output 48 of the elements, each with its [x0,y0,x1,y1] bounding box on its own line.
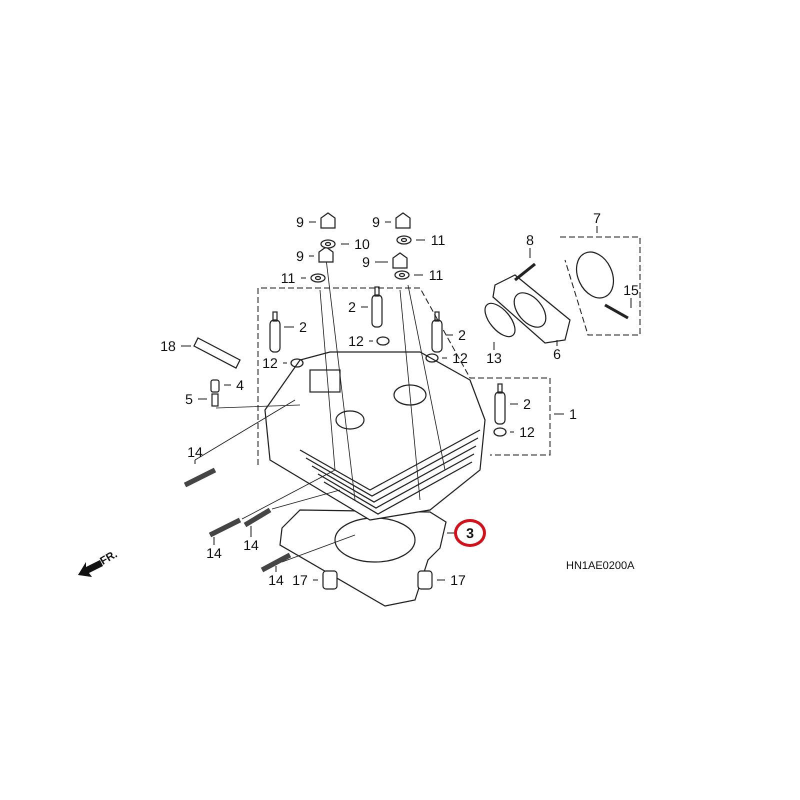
leader-line [284,326,294,328]
callout-number: 14 [238,537,264,553]
leader-line [596,226,598,234]
callout-number: 12 [447,350,473,366]
callout-number: 17 [445,572,471,588]
direction-label: FR. [98,548,120,568]
callout-number: 18 [155,338,181,354]
callout-number: 12 [343,333,369,349]
leader-line [224,384,232,386]
callout-number: 6 [548,346,566,362]
callout-number: 14 [182,444,208,460]
leader-line [556,340,558,346]
diagram-code: HN1AE0200A [566,560,634,572]
callout-number: 2 [294,319,312,335]
callout-number: 1 [564,406,582,422]
callout-number: 7 [588,210,606,226]
leader-line [198,398,208,400]
callout-number: 12 [257,355,283,371]
callout-number: 11 [423,267,449,283]
callout-number: 11 [425,232,451,248]
callout-number: 3 [454,519,486,547]
leader-line [360,306,368,308]
callout-number: 2 [453,327,471,343]
callout-number: 17 [287,572,313,588]
callout-number: 14 [263,572,289,588]
leader-line [250,526,252,538]
leader-line [414,274,424,276]
leader-line [630,298,632,308]
callout-number: 11 [275,270,301,286]
leader-line [446,532,454,534]
leader-line [368,340,374,342]
callout-number: 2 [343,299,361,315]
callout-number: 2 [518,396,536,412]
callout-number: 9 [367,214,385,230]
callout-number: 9 [291,214,309,230]
callout-number: 8 [521,232,539,248]
leader-line [446,334,454,336]
callout-number: 15 [618,282,644,298]
callout-number: 9 [357,254,375,270]
callout-number: 9 [291,248,309,264]
callout-number: 12 [514,424,540,440]
callout-number: 5 [180,391,198,407]
callout-number: 13 [481,350,507,366]
leader-line [282,362,288,364]
leader-line [194,460,196,464]
callout-number: 10 [349,236,375,252]
callout-number: 4 [231,377,249,393]
callout-number: 14 [201,545,227,561]
